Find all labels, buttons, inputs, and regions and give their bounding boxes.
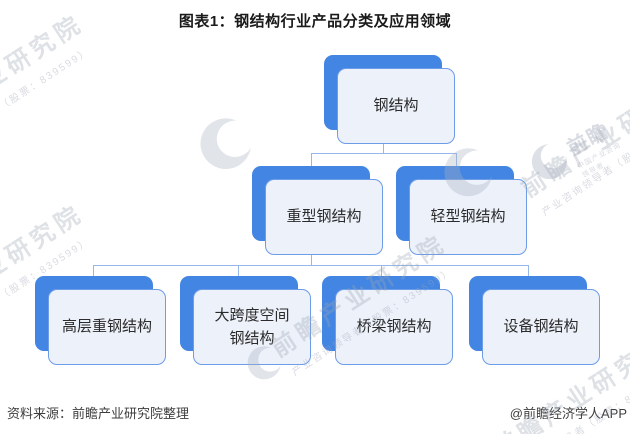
watermark-slogan-text: 产业咨询领导者（股票：839599） (0, 46, 93, 159)
connector-drop-bridge (381, 265, 382, 277)
node-card: 重型钢结构 (265, 179, 383, 255)
node-card: 桥梁钢结构 (335, 289, 453, 365)
node-card: 轻型钢结构 (409, 179, 527, 255)
connector-level2-rail (311, 153, 457, 154)
connector-drop-highrise (93, 265, 94, 277)
qianzhan-logo-icon (524, 137, 578, 193)
connector-heavy-stub (311, 254, 312, 266)
connector-drop-heavy (311, 153, 312, 167)
qianzhan-logo-lockup: 前瞻 中国产业咨询领导者 (524, 111, 630, 200)
node-card: 钢结构 (337, 68, 455, 144)
watermark-slogan-text: 产业咨询领导者（股票：839599） (512, 366, 630, 434)
qianzhan-logo-icon (198, 118, 253, 173)
node-light-steel: 轻型钢结构 (396, 166, 528, 256)
connector-drop-light (456, 153, 457, 167)
connector-drop-equipment (528, 265, 529, 277)
connector-root-stub (383, 144, 384, 154)
watermark-slogan-text: 产业咨询领导者（股票：839599） (540, 106, 630, 219)
watermark-brand-text: 前瞻产业研究院 (516, 69, 630, 203)
node-large-span-space-steel: 大跨度空间 钢结构 (180, 276, 312, 366)
logo-wordmark: 前瞻 (563, 119, 614, 160)
chart-title: 图表1：钢结构行业产品分类及应用领域 (178, 13, 452, 30)
node-label: 重型钢结构 (286, 208, 362, 226)
credit-badge: @前瞻经济学人APP (509, 406, 627, 421)
node-label: 高层重钢结构 (61, 318, 152, 336)
node-heavy-steel: 重型钢结构 (252, 166, 384, 256)
node-label: 设备钢结构 (503, 318, 579, 336)
source-note: 资料来源：前瞻产业研究院整理 (7, 406, 190, 421)
connector-drop-span (238, 265, 239, 277)
node-steel-structure: 钢结构 (324, 55, 456, 145)
node-equipment-steel: 设备钢结构 (469, 276, 601, 366)
node-highrise-heavy-steel: 高层重钢结构 (35, 276, 167, 366)
logo-subtext: 中国产业咨询领导者 (576, 141, 623, 180)
node-label: 桥梁钢结构 (356, 318, 432, 336)
connector-level3-rail (93, 265, 529, 266)
node-card: 大跨度空间 钢结构 (193, 289, 311, 365)
node-card: 设备钢结构 (482, 289, 600, 365)
watermark-text-tile: 前瞻产业研究院 产业咨询领导者（股票：839599） (513, 64, 630, 221)
node-card: 高层重钢结构 (48, 289, 166, 365)
node-bridge-steel: 桥梁钢结构 (322, 276, 454, 366)
node-label: 钢结构 (373, 97, 419, 115)
node-label: 轻型钢结构 (430, 208, 506, 226)
node-label: 大跨度空间 钢结构 (214, 306, 290, 347)
